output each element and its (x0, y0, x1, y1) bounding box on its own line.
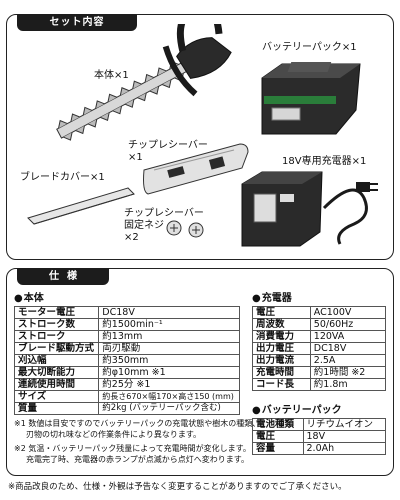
note-1: ※1 数値は目安ですのでバッテリーパックの充電状態や樹木の種類、 (14, 419, 261, 428)
set-contents-title: セット内容 (17, 14, 137, 31)
spec-value: 2.5A (309, 354, 387, 367)
spec-value: 約1時間 ※2 (309, 366, 387, 379)
chip-receiver-label-text: チップレシーバー ×1 (128, 140, 208, 163)
spec-key: ストローク数 (13, 318, 100, 331)
bullet-icon: ● (14, 293, 23, 304)
charger-image (241, 171, 378, 247)
body-spec-heading-text: 本体 (23, 293, 44, 304)
spec-key: ストローク (13, 330, 100, 343)
spec-value: 約φ10mm ※1 (98, 366, 240, 379)
table-row: 刈込幅約350mm (13, 354, 240, 367)
spec-key: 周波数 (252, 318, 311, 331)
chip-receiver-image (143, 143, 249, 195)
spec-value: 120VA (309, 330, 387, 343)
table-row: 最大切断能力約φ10mm ※1 (13, 366, 240, 379)
table-row: ブレード駆動方式両刃駆動 (13, 342, 240, 355)
spec-value: 約350mm (98, 354, 240, 367)
note-2-cont: 充電完了時、充電器の赤ランプが点滅から点灯へ変わります。 (26, 455, 249, 464)
spec-key: 連続使用時間 (13, 378, 100, 391)
table-row: 電池種類リチウムイオン (252, 418, 386, 431)
charger-label: 18V専用充電器×1 (282, 156, 367, 167)
spec-value: DC18V (98, 306, 240, 319)
spec-key: 質量 (13, 402, 100, 415)
spec-key: 充電時間 (252, 366, 311, 379)
spec-key: モーター電圧 (13, 306, 100, 319)
battery-pack-label: バッテリーパック×1 (262, 42, 357, 53)
spec-value: 約長さ670×幅170×高さ150 (mm) (98, 390, 240, 403)
body-label: 本体×1 (94, 70, 129, 81)
spec-key: 刈込幅 (13, 354, 100, 367)
spec-key: 出力電圧 (252, 342, 311, 355)
spec-value: リチウムイオン (302, 418, 386, 431)
spec-value: 約1.8m (309, 378, 387, 391)
spec-value: 約2kg (バッテリーパック含む) (98, 402, 240, 415)
spec-value: 2.0Ah (302, 442, 386, 455)
spec-value: 約13mm (98, 330, 240, 343)
bullet-icon: ● (252, 405, 261, 416)
spec-value: AC100V (309, 306, 387, 319)
chip-receiver-label: チップレシーバー ×1 (128, 140, 208, 164)
spec-value: 両刃駆動 (98, 342, 240, 355)
blade-cover-label: ブレードカバー×1 (20, 172, 105, 183)
note-2: ※2 気温・バッテリーパック残量によって充電時間が変化します。 (14, 444, 251, 453)
table-row: ストローク約13mm (13, 330, 240, 343)
spec-key: 電池種類 (252, 418, 304, 431)
screw-label-text: チップレシーバー 固定ネジ ×2 (124, 208, 204, 243)
table-row: サイズ約長さ670×幅170×高さ150 (mm) (13, 390, 240, 403)
hedge-trimmer-image (56, 24, 232, 141)
spec-title: 仕様 (17, 268, 109, 285)
battery-spec-heading: ●バッテリーパック (252, 405, 342, 417)
spec-key: 出力電流 (252, 354, 311, 367)
spec-key: ブレード駆動方式 (13, 342, 100, 355)
spec-value: 約1500min⁻¹ (98, 318, 240, 331)
body-spec-heading: ●本体 (14, 293, 44, 305)
spec-value: 18V (302, 430, 386, 443)
table-row: コード長約1.8m (252, 378, 387, 391)
spec-key: コード長 (252, 378, 311, 391)
table-row: 充電時間約1時間 ※2 (252, 366, 387, 379)
screw-icon (166, 220, 204, 238)
screw-label: チップレシーバー 固定ネジ ×2 (124, 208, 204, 244)
bullet-icon: ● (252, 293, 261, 304)
battery-pack-image (261, 62, 361, 135)
table-row: ストローク数約1500min⁻¹ (13, 318, 240, 331)
spec-key: 電圧 (252, 430, 304, 443)
spec-value: 50/60Hz (309, 318, 387, 331)
spec-value: DC18V (309, 342, 387, 355)
table-row: 質量約2kg (バッテリーパック含む) (13, 402, 240, 415)
spec-value: 約25分 ※1 (98, 378, 240, 391)
footer-note: ※商品改良のため、仕様・外観は予告なく変更することがありますのでご了承ください。 (8, 482, 347, 492)
spec-key: 容量 (252, 442, 304, 455)
charger-spec-heading: ●充電器 (252, 293, 292, 305)
table-row: 連続使用時間約25分 ※1 (13, 378, 240, 391)
spec-key: サイズ (13, 390, 100, 403)
note-1-cont: 刃物の切れ味などの作業条件により異なります。 (26, 430, 202, 439)
charger-spec-heading-text: 充電器 (261, 293, 292, 304)
spec-key: 電圧 (252, 306, 311, 319)
spec-key: 消費電力 (252, 330, 311, 343)
spec-key: 最大切断能力 (13, 366, 100, 379)
battery-spec-heading-text: バッテリーパック (261, 405, 342, 416)
blade-cover-image (27, 187, 135, 225)
